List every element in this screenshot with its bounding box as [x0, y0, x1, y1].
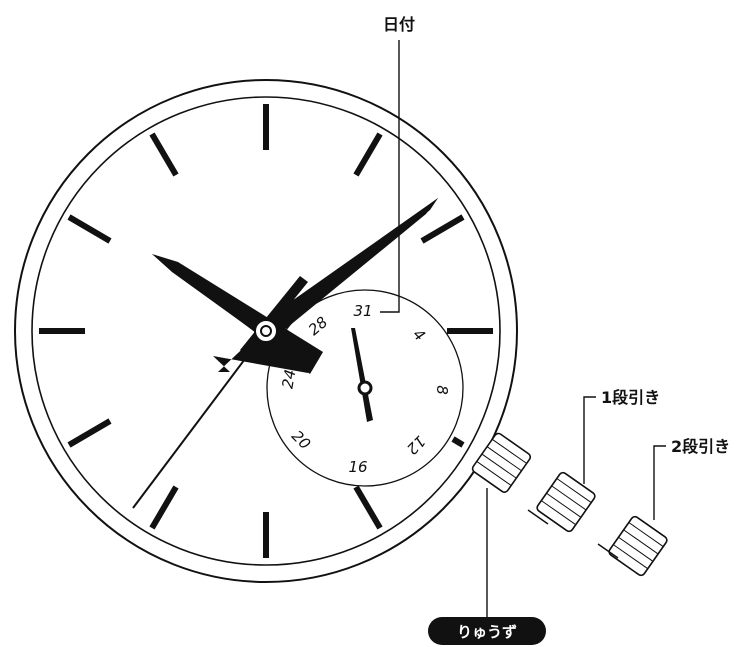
date-label: 日付 — [383, 15, 415, 34]
crown-first-stem — [527, 509, 549, 525]
crown-label-pill — [428, 617, 546, 645]
minute-hand-shape — [262, 198, 438, 340]
hour-markers — [39, 104, 493, 558]
date-hand-pin — [357, 380, 373, 396]
second-click-label: 2段引き — [671, 437, 730, 456]
date-number-8: 8 — [433, 385, 451, 395]
hour-hand-shape — [152, 254, 323, 374]
center-pin-inner — [260, 325, 272, 337]
hour-marker-7 — [149, 485, 179, 530]
crown-second-stem — [597, 543, 619, 559]
date-number-31: 31 — [353, 302, 372, 320]
date-number-24: 24 — [278, 368, 299, 390]
hour-marker-10 — [67, 214, 112, 244]
first-click-label: 1段引き — [601, 388, 660, 407]
second-click-leader-line — [653, 445, 666, 520]
hour-marker-1 — [353, 132, 383, 177]
crown-first-click — [536, 471, 596, 533]
hour-marker-4 — [451, 436, 465, 448]
date-number-16: 16 — [348, 458, 367, 476]
crown-label: りゅうず — [457, 623, 517, 641]
hour-marker-2 — [420, 214, 465, 244]
date-leader-line — [380, 40, 400, 313]
crown-normal — [471, 432, 532, 493]
hour-marker-5 — [353, 485, 383, 530]
hour-marker-8 — [67, 418, 112, 448]
hour-marker-11 — [149, 132, 179, 177]
date-hand — [351, 328, 373, 422]
crown-second-click — [608, 515, 668, 577]
second-hand — [132, 330, 267, 509]
first-click-leader-line — [583, 396, 596, 484]
